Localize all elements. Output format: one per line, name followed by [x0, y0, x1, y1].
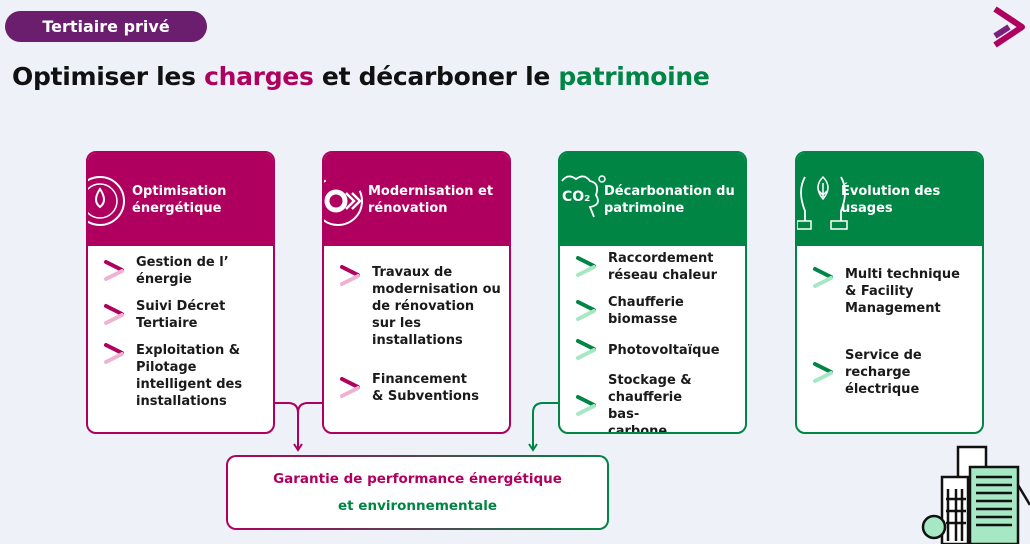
chevron-icon — [340, 377, 360, 398]
item-text: Service de recharge électrique — [845, 348, 922, 397]
card-title: Évolution des usages — [841, 183, 941, 216]
list-item: Photovoltaïque — [574, 338, 739, 362]
category-badge: Tertiaire privé — [5, 11, 207, 42]
svg-text:CO₂: CO₂ — [562, 189, 590, 205]
card-evolution: Évolution des usages Multi technique & F… — [795, 151, 984, 434]
list-item: Travaux de modernisation ou de rénovatio… — [338, 264, 503, 349]
title-text: et décarboner le — [313, 62, 559, 91]
list-item: Suivi Décret Tertiaire — [102, 298, 267, 332]
chevron-icon — [576, 300, 596, 321]
chevron-icon — [813, 361, 833, 383]
list-item: Gestion de l’ énergie — [102, 254, 267, 288]
item-text: Multi technique & Facility Management — [845, 267, 960, 316]
co2-cloud-icon: CO₂ — [561, 175, 606, 218]
chevron-icon — [576, 395, 596, 416]
card-title: Décarbonation du patrimoine — [604, 183, 735, 216]
list-item: Chaufferie biomasse — [574, 294, 739, 328]
title-highlight-patrimoine: patrimoine — [558, 62, 710, 91]
list-item: Stockage & chaufferie bas-carbone — [574, 372, 739, 434]
card-title: Modernisation et rénovation — [368, 183, 494, 216]
card-title: Optimisation énergétique — [132, 183, 227, 216]
gear-arrows-icon — [324, 176, 363, 226]
item-text: Photovoltaïque — [608, 342, 720, 358]
energy-gauge-icon — [88, 176, 125, 226]
list-item: Multi technique & Facility Management — [811, 266, 976, 317]
title-highlight-charges: charges — [204, 62, 314, 91]
card-decarbonation: CO₂ Décarbonation du patrimoine Raccordem… — [558, 151, 747, 434]
chevron-icon — [340, 265, 360, 286]
item-text: Exploitation & Pilotage intelligent des … — [136, 343, 243, 409]
item-text: Stockage & chaufferie bas-carbone — [608, 373, 692, 434]
chevron-icon — [104, 343, 124, 364]
guarantee-line-1: Garantie de performance énergétique — [273, 470, 562, 487]
hands-leaf-icon — [797, 175, 848, 230]
item-text: Gestion de l’ énergie — [136, 255, 229, 287]
card-modernisation: Modernisation et rénovation Travaux de m… — [322, 151, 511, 434]
list-item: Financement & Subventions — [338, 371, 503, 405]
logo-chevron-icon — [993, 6, 1025, 48]
card-optimisation: Optimisation énergétique Gestion de l’ é… — [86, 151, 275, 434]
chevron-icon — [576, 256, 596, 277]
list-item: Service de recharge électrique — [811, 347, 976, 398]
performance-guarantee-box: Garantie de performance énergétique et e… — [226, 455, 609, 530]
list-item: Exploitation & Pilotage intelligent des … — [102, 342, 267, 410]
buildings-icon — [921, 445, 1030, 544]
title-text: Optimiser les — [12, 62, 205, 91]
chevron-icon — [104, 304, 124, 325]
chevron-icon — [104, 260, 124, 281]
item-text: Travaux de modernisation ou de rénovatio… — [372, 265, 501, 348]
chevron-icon — [576, 339, 596, 360]
item-text: Financement & Subventions — [372, 372, 479, 404]
item-text: Raccordement réseau chaleur — [608, 251, 718, 283]
item-text: Chaufferie biomasse — [608, 295, 684, 327]
badge-label: Tertiaire privé — [42, 17, 170, 36]
chevron-icon — [813, 267, 833, 288]
page-title: Optimiser les charges et décarboner le p… — [12, 62, 710, 91]
item-text: Suivi Décret Tertiaire — [136, 299, 226, 331]
guarantee-line-2: et environnementale — [338, 497, 497, 514]
list-item: Raccordement réseau chaleur — [574, 250, 739, 284]
